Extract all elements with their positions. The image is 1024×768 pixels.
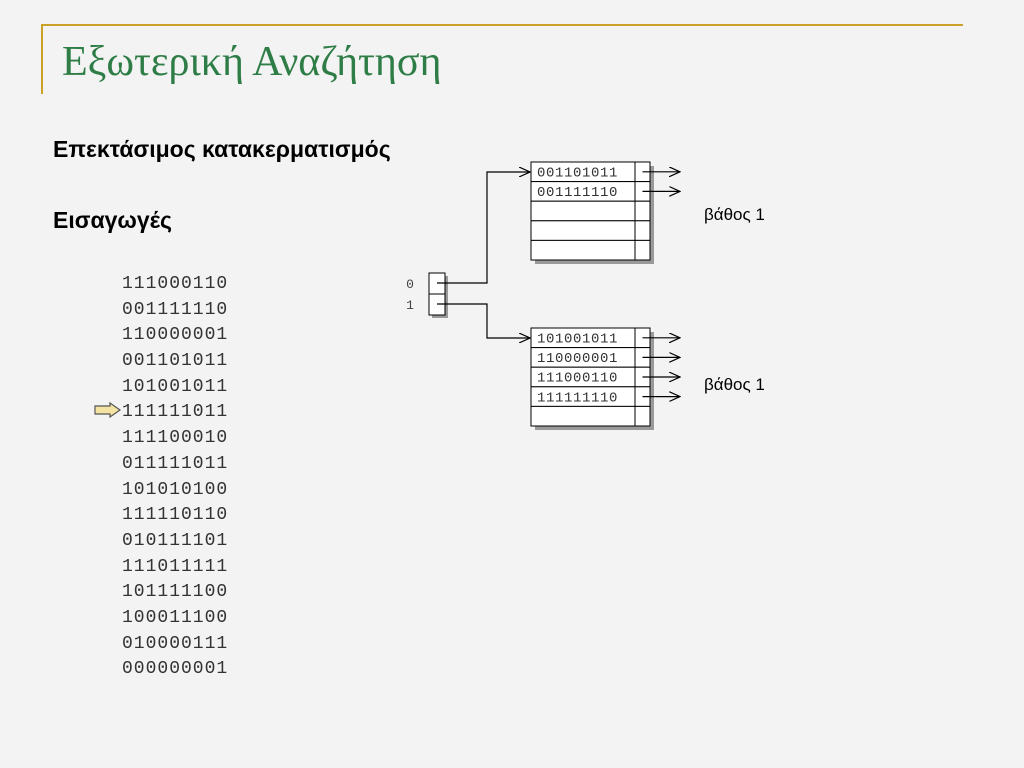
page-subtitle: Επεκτάσιμος κατακερματισμός [53,136,391,162]
insert-key: 010000111 [122,633,229,654]
bucket-record-cell [530,239,636,261]
insert-key: 001101011 [122,351,229,372]
bucket-pointer-cell [634,405,651,427]
bucket-record-cell [530,200,636,222]
directory-index-label: 1 [406,298,414,313]
insert-key: 111011111 [122,556,229,577]
bucket-depth-label: βάθος 1 [704,205,765,224]
bucket-record: 101001011 [537,332,618,348]
current-key-arrow-icon [94,402,122,418]
directory-pointer-1 [437,303,530,338]
insert-keys-list: 111000110 001111110 110000001 001101011 1010… [122,272,228,683]
bucket-record: 111111110 [537,390,618,406]
bucket-pointer-cell [634,200,651,222]
page-title: Εξωτερική Αναζήτηση [62,39,442,85]
insert-key: 101010100 [122,479,229,500]
bucket-record: 001111110 [537,185,618,201]
bucket-record-cell [530,405,636,427]
title-frame [41,24,963,94]
insert-key: 111110110 [122,505,229,526]
bucket-pointer-cell [634,239,651,261]
insert-key: 000000001 [122,659,229,680]
insert-key: 111100010 [122,428,229,449]
directory-pointer-0 [437,172,530,284]
bucket-pointer-cell [634,220,651,241]
inserts-label: Εισαγωγές [53,207,172,233]
insert-key: 111111011 [122,402,229,423]
bucket-record: 001101011 [537,166,618,182]
directory-index-label: 0 [406,277,414,292]
bucket-record-cell [530,220,636,241]
bucket-record: 110000001 [537,351,618,367]
insert-key: 110000001 [122,325,229,346]
insert-key: 010111101 [122,530,229,551]
insert-key: 101111100 [122,582,229,603]
insert-key: 101001011 [122,376,229,397]
insert-key: 100011100 [122,607,229,628]
bucket-depth-label: βάθος 1 [704,375,765,394]
bucket-record: 111000110 [537,371,618,387]
insert-key: 111000110 [122,274,229,294]
insert-key: 011111011 [122,453,229,474]
insert-key: 001111110 [122,299,229,320]
